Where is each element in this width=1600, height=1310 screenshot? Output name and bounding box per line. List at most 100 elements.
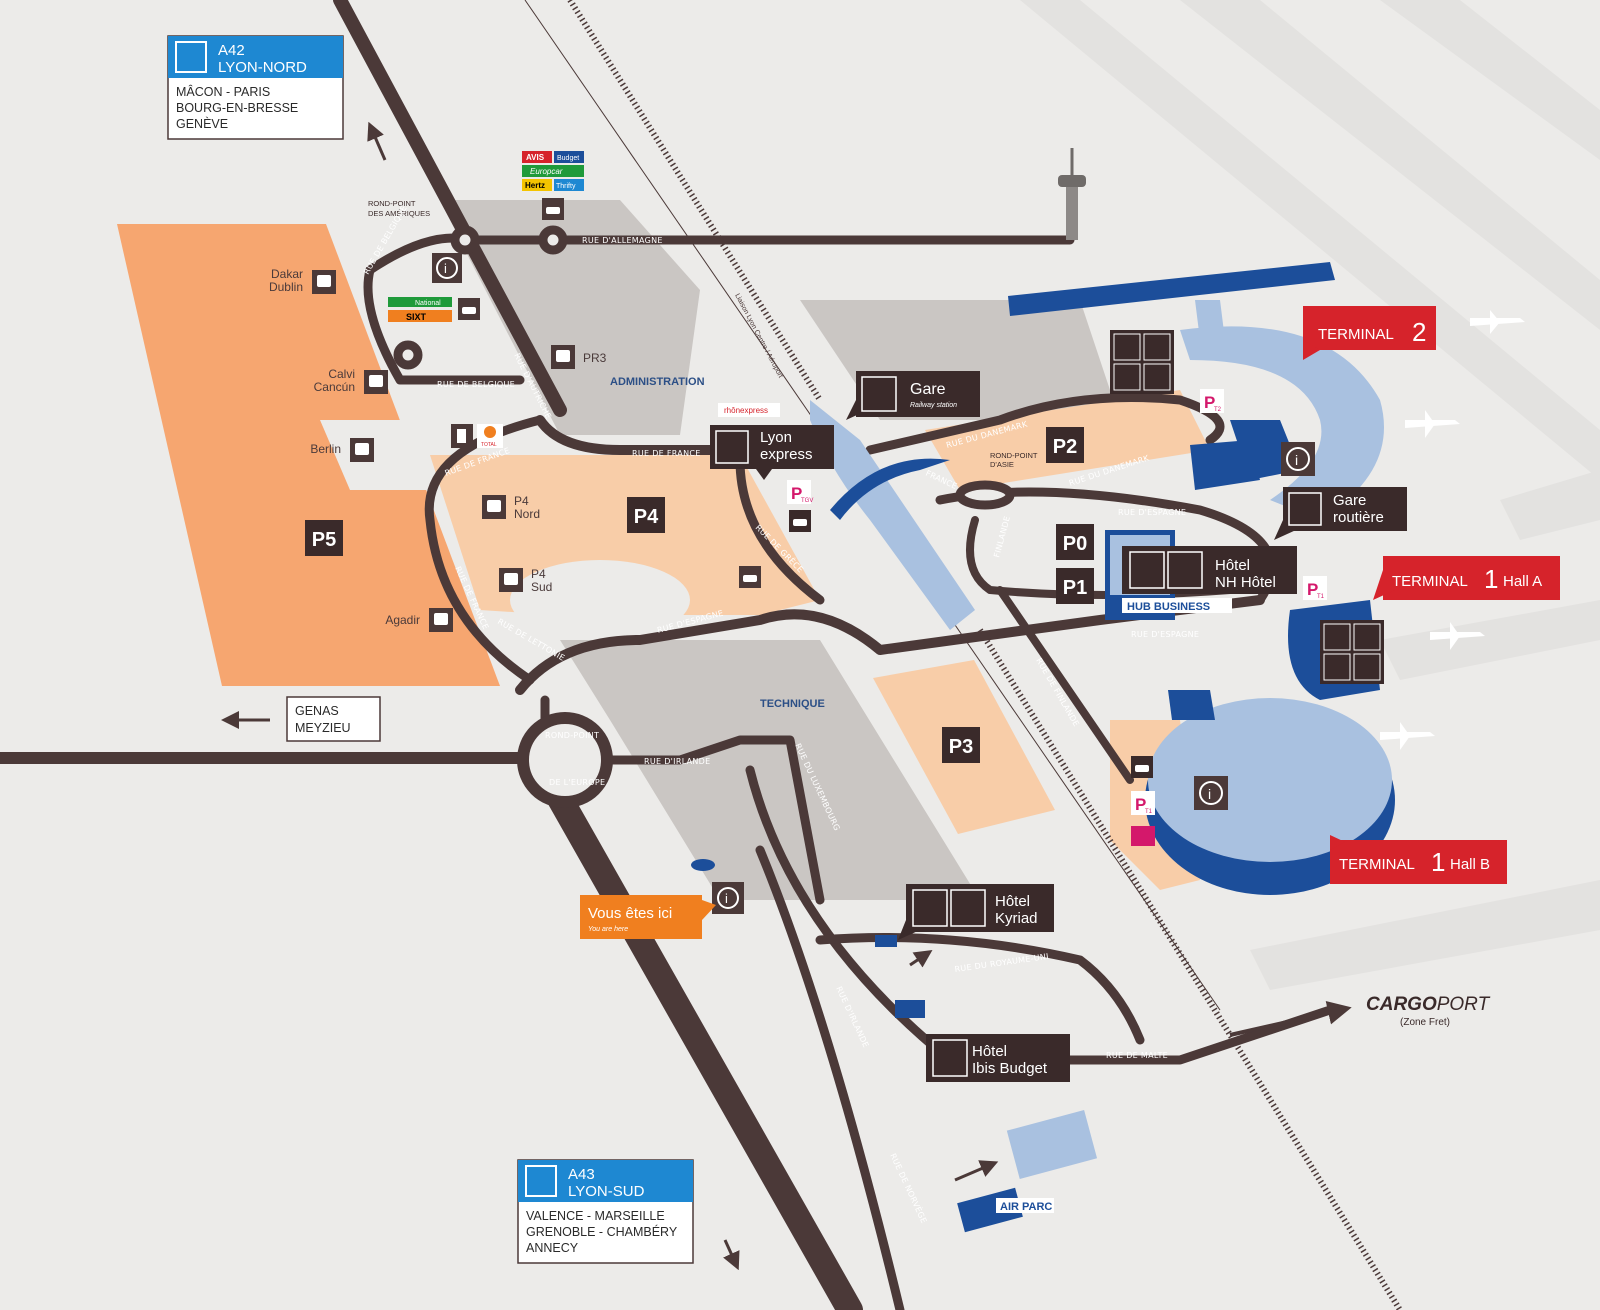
gare-routiere-callout[interactable]: Gare routière [1274, 487, 1407, 540]
svg-text:P4: P4 [634, 506, 659, 528]
bus-stop-calvi[interactable]: Calvi Cancún [314, 367, 388, 394]
parking-t1-b[interactable]: PT1 [1131, 791, 1155, 815]
svg-text:PR3: PR3 [583, 351, 607, 365]
svg-text:Dakar: Dakar [271, 267, 303, 281]
bed-icon [912, 889, 948, 927]
bus-stop-dakar[interactable]: Dakar Dublin [269, 267, 336, 294]
parking-p3[interactable]: P3 [942, 727, 980, 763]
svg-text:Cancún: Cancún [314, 380, 355, 394]
parking-t1-a[interactable]: PT1 [1303, 576, 1327, 600]
svg-text:Dublin: Dublin [269, 280, 303, 294]
parking-p5[interactable]: P5 [305, 520, 343, 556]
taxi-icon[interactable] [1131, 756, 1153, 778]
hotel-shuttle-icon [1353, 653, 1381, 681]
svg-text:RUE DE FRANCE: RUE DE FRANCE [632, 449, 701, 458]
a42-name: LYON-NORD [218, 59, 307, 76]
svg-text:CARGOPORT: CARGOPORT [1366, 994, 1491, 1015]
info-icon[interactable]: i [712, 882, 744, 914]
svg-text:ROND-POINT: ROND-POINT [368, 199, 416, 208]
roundabout-allemagne [538, 225, 568, 255]
car-rental-icon[interactable] [739, 566, 761, 588]
genas-sign: GENAS MEYZIEU [286, 696, 381, 742]
parking-p0[interactable]: P0 [1056, 524, 1094, 560]
info-icon[interactable]: i [1281, 442, 1315, 476]
fuel-station[interactable]: TOTAL [451, 424, 503, 448]
taxi-icon [1323, 623, 1351, 651]
svg-text:(Zone Fret): (Zone Fret) [1400, 1017, 1450, 1028]
svg-text:Hall B: Hall B [1450, 856, 1490, 873]
shuttle-icon[interactable] [1131, 826, 1155, 846]
a42-code: A42 [218, 42, 245, 59]
svg-text:Europcar: Europcar [530, 167, 563, 176]
svg-text:P4: P4 [531, 567, 546, 581]
motorway-icon [175, 41, 207, 73]
svg-text:You are here: You are here [588, 926, 628, 933]
technique-zone [560, 640, 980, 900]
p5-area [117, 224, 500, 686]
svg-text:i: i [444, 261, 447, 276]
parking-p1[interactable]: P1 [1056, 568, 1094, 604]
bus-stop-agadir[interactable]: Agadir [385, 608, 453, 632]
train-icon [861, 376, 897, 412]
a42-dest-1: MÂCON - PARIS [176, 84, 270, 99]
svg-text:Hall A: Hall A [1503, 573, 1542, 590]
car-rental-icon[interactable] [458, 298, 480, 320]
planes [1380, 310, 1525, 750]
info-icon[interactable]: i [1194, 776, 1228, 810]
rental-logos-left: National SIXT [388, 297, 452, 322]
bed-icon [1129, 551, 1165, 589]
info-icon[interactable]: i [432, 253, 462, 283]
svg-text:2: 2 [1412, 317, 1426, 347]
hotel-kyriad-callout[interactable]: Hôtel Kyriad [898, 884, 1054, 940]
plane-icon [1430, 622, 1485, 650]
svg-text:Lyon: Lyon [760, 429, 792, 446]
a42-dest-2: BOURG-EN-BRESSE [176, 101, 298, 115]
svg-text:RUE DE NORVÈGE: RUE DE NORVÈGE [888, 1151, 930, 1225]
parking-p2[interactable]: P2 [1046, 427, 1084, 463]
rental-logos-top: AVIS Budget Europcar Hertz Thrifty [522, 151, 584, 191]
svg-text:Liaison Lyon Centre / Aéroport: Liaison Lyon Centre / Aéroport [733, 293, 783, 380]
gare-callout[interactable]: Gare Railway station [846, 371, 980, 420]
roundabout-ameriques [450, 225, 480, 255]
lyon-express-callout[interactable]: Lyon express [710, 425, 834, 480]
svg-text:TERMINAL: TERMINAL [1318, 326, 1394, 343]
svg-text:rhônexpress: rhônexpress [724, 406, 768, 415]
control-tower-icon [1058, 148, 1086, 240]
bus-stop-berlin[interactable]: Berlin [310, 438, 374, 462]
taxi-icon[interactable] [789, 510, 811, 532]
administration-zone [440, 200, 700, 435]
terminal-1a-label[interactable]: TERMINAL 1 Hall A [1373, 556, 1560, 600]
svg-text:Hôtel: Hôtel [995, 893, 1030, 910]
taxi-cluster-t2[interactable] [1110, 330, 1174, 394]
svg-text:Gare: Gare [1333, 492, 1366, 509]
svg-text:1: 1 [1484, 564, 1498, 594]
terminal-1b-label[interactable]: TERMINAL 1 Hall B [1330, 835, 1507, 884]
svg-text:T1: T1 [1145, 809, 1153, 815]
car-rental-icon[interactable] [542, 198, 564, 220]
svg-text:Railway station: Railway station [910, 402, 957, 409]
roundabout-asie [955, 480, 1015, 510]
hotel-nh-callout[interactable]: Hôtel NH Hôtel [1122, 546, 1297, 594]
bus-stop-p4-nord[interactable]: P4 Nord [482, 494, 540, 521]
a43-code: A43 [568, 1166, 595, 1183]
plane-icon [1405, 410, 1460, 438]
svg-text:GENAS: GENAS [295, 704, 339, 718]
cargoport-label[interactable]: CARGOPORT (Zone Fret) [1366, 994, 1491, 1028]
svg-text:Hôtel: Hôtel [972, 1043, 1007, 1060]
svg-text:NH Hôtel: NH Hôtel [1215, 574, 1276, 591]
bus-stop-pr3[interactable]: PR3 [551, 345, 607, 369]
taxi-cluster-t1[interactable] [1320, 620, 1384, 684]
a43-dest-2: GRENOBLE - CHAMBÉRY [526, 1224, 678, 1239]
hotel-ibis-callout[interactable]: Hôtel Ibis Budget [926, 1034, 1070, 1082]
road-details [580, 799, 872, 1310]
a42-dest-3: GENÈVE [176, 116, 228, 131]
parking-p4[interactable]: P4 [627, 497, 665, 533]
terminal-2-label[interactable]: TERMINAL 2 [1303, 306, 1436, 360]
motorway-icon [525, 1165, 557, 1197]
bus-stop-p4-sud[interactable]: P4 Sud [499, 567, 552, 594]
svg-text:T1: T1 [1317, 594, 1325, 600]
svg-text:Berlin: Berlin [310, 442, 341, 456]
parking-t2[interactable]: PT2 [1200, 389, 1224, 413]
